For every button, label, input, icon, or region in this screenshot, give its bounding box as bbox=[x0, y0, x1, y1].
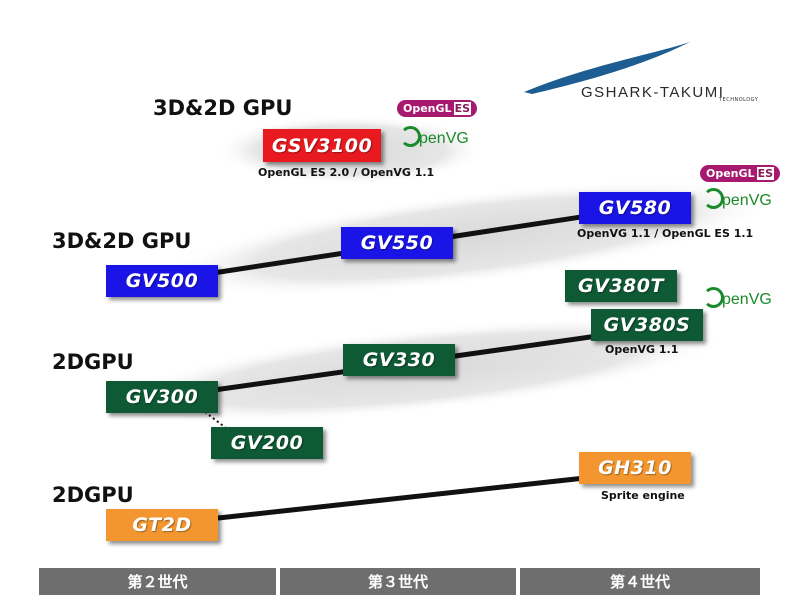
openvg-logo: penVG bbox=[400, 126, 469, 148]
chip-gv330: GV330 bbox=[343, 344, 455, 376]
heading-top: 3D&2D GPU bbox=[153, 96, 293, 120]
note-gv580: OpenVG 1.1 / OpenGL ES 1.1 bbox=[577, 227, 754, 240]
chip-gv500: GV500 bbox=[106, 265, 218, 297]
generation-4: 第４世代 bbox=[520, 568, 760, 595]
chip-gv580: GV580 bbox=[579, 192, 691, 224]
heading-row2: 2DGPU bbox=[52, 350, 134, 374]
chip-gv200: GV200 bbox=[211, 427, 323, 459]
openvg-logo-text: penVG bbox=[419, 130, 469, 147]
opengl-es-logo-text: OpenGL bbox=[403, 102, 452, 115]
note-gsv3100: OpenGL ES 2.0 / OpenVG 1.1 bbox=[258, 166, 435, 179]
generation-3: 第３世代 bbox=[280, 568, 516, 595]
openvg-ring-icon-2 bbox=[703, 188, 724, 209]
connector-gt2d-gh310 bbox=[199, 469, 641, 523]
opengl-es-logo-suffix: ES bbox=[453, 102, 471, 115]
note-gv380s: OpenVG 1.1 bbox=[605, 343, 679, 356]
chip-gsv3100: GSV3100 bbox=[263, 129, 381, 162]
openvg-logo-3-text: penVG bbox=[722, 291, 772, 308]
openvg-ring-icon-3 bbox=[703, 287, 724, 308]
openvg-ring-icon bbox=[400, 126, 421, 147]
chip-gv550: GV550 bbox=[341, 227, 453, 259]
note-gh310: Sprite engine bbox=[601, 489, 685, 502]
brand-tagline: TECHNOLOGY bbox=[719, 97, 759, 103]
openvg-logo-3: penVG bbox=[703, 287, 772, 309]
brand-swoosh bbox=[524, 42, 690, 94]
chip-gv300: GV300 bbox=[106, 381, 218, 413]
heading-row1: 3D&2D GPU bbox=[52, 229, 192, 253]
heading-row3: 2DGPU bbox=[52, 483, 134, 507]
opengl-es-logo-2-suffix: ES bbox=[756, 167, 774, 180]
chip-gh310: GH310 bbox=[579, 452, 691, 484]
chip-gt2d: GT2D bbox=[106, 509, 218, 541]
openvg-logo-2-text: penVG bbox=[722, 192, 772, 209]
chip-gv380s: GV380S bbox=[591, 309, 703, 341]
brand-name: GSHARK-TAKUMI bbox=[581, 84, 725, 101]
opengl-es-logo-2-text: OpenGL bbox=[706, 167, 755, 180]
chip-gv380t: GV380T bbox=[565, 270, 677, 302]
openvg-logo-2: penVG bbox=[703, 188, 772, 210]
generation-2: 第２世代 bbox=[39, 568, 276, 595]
